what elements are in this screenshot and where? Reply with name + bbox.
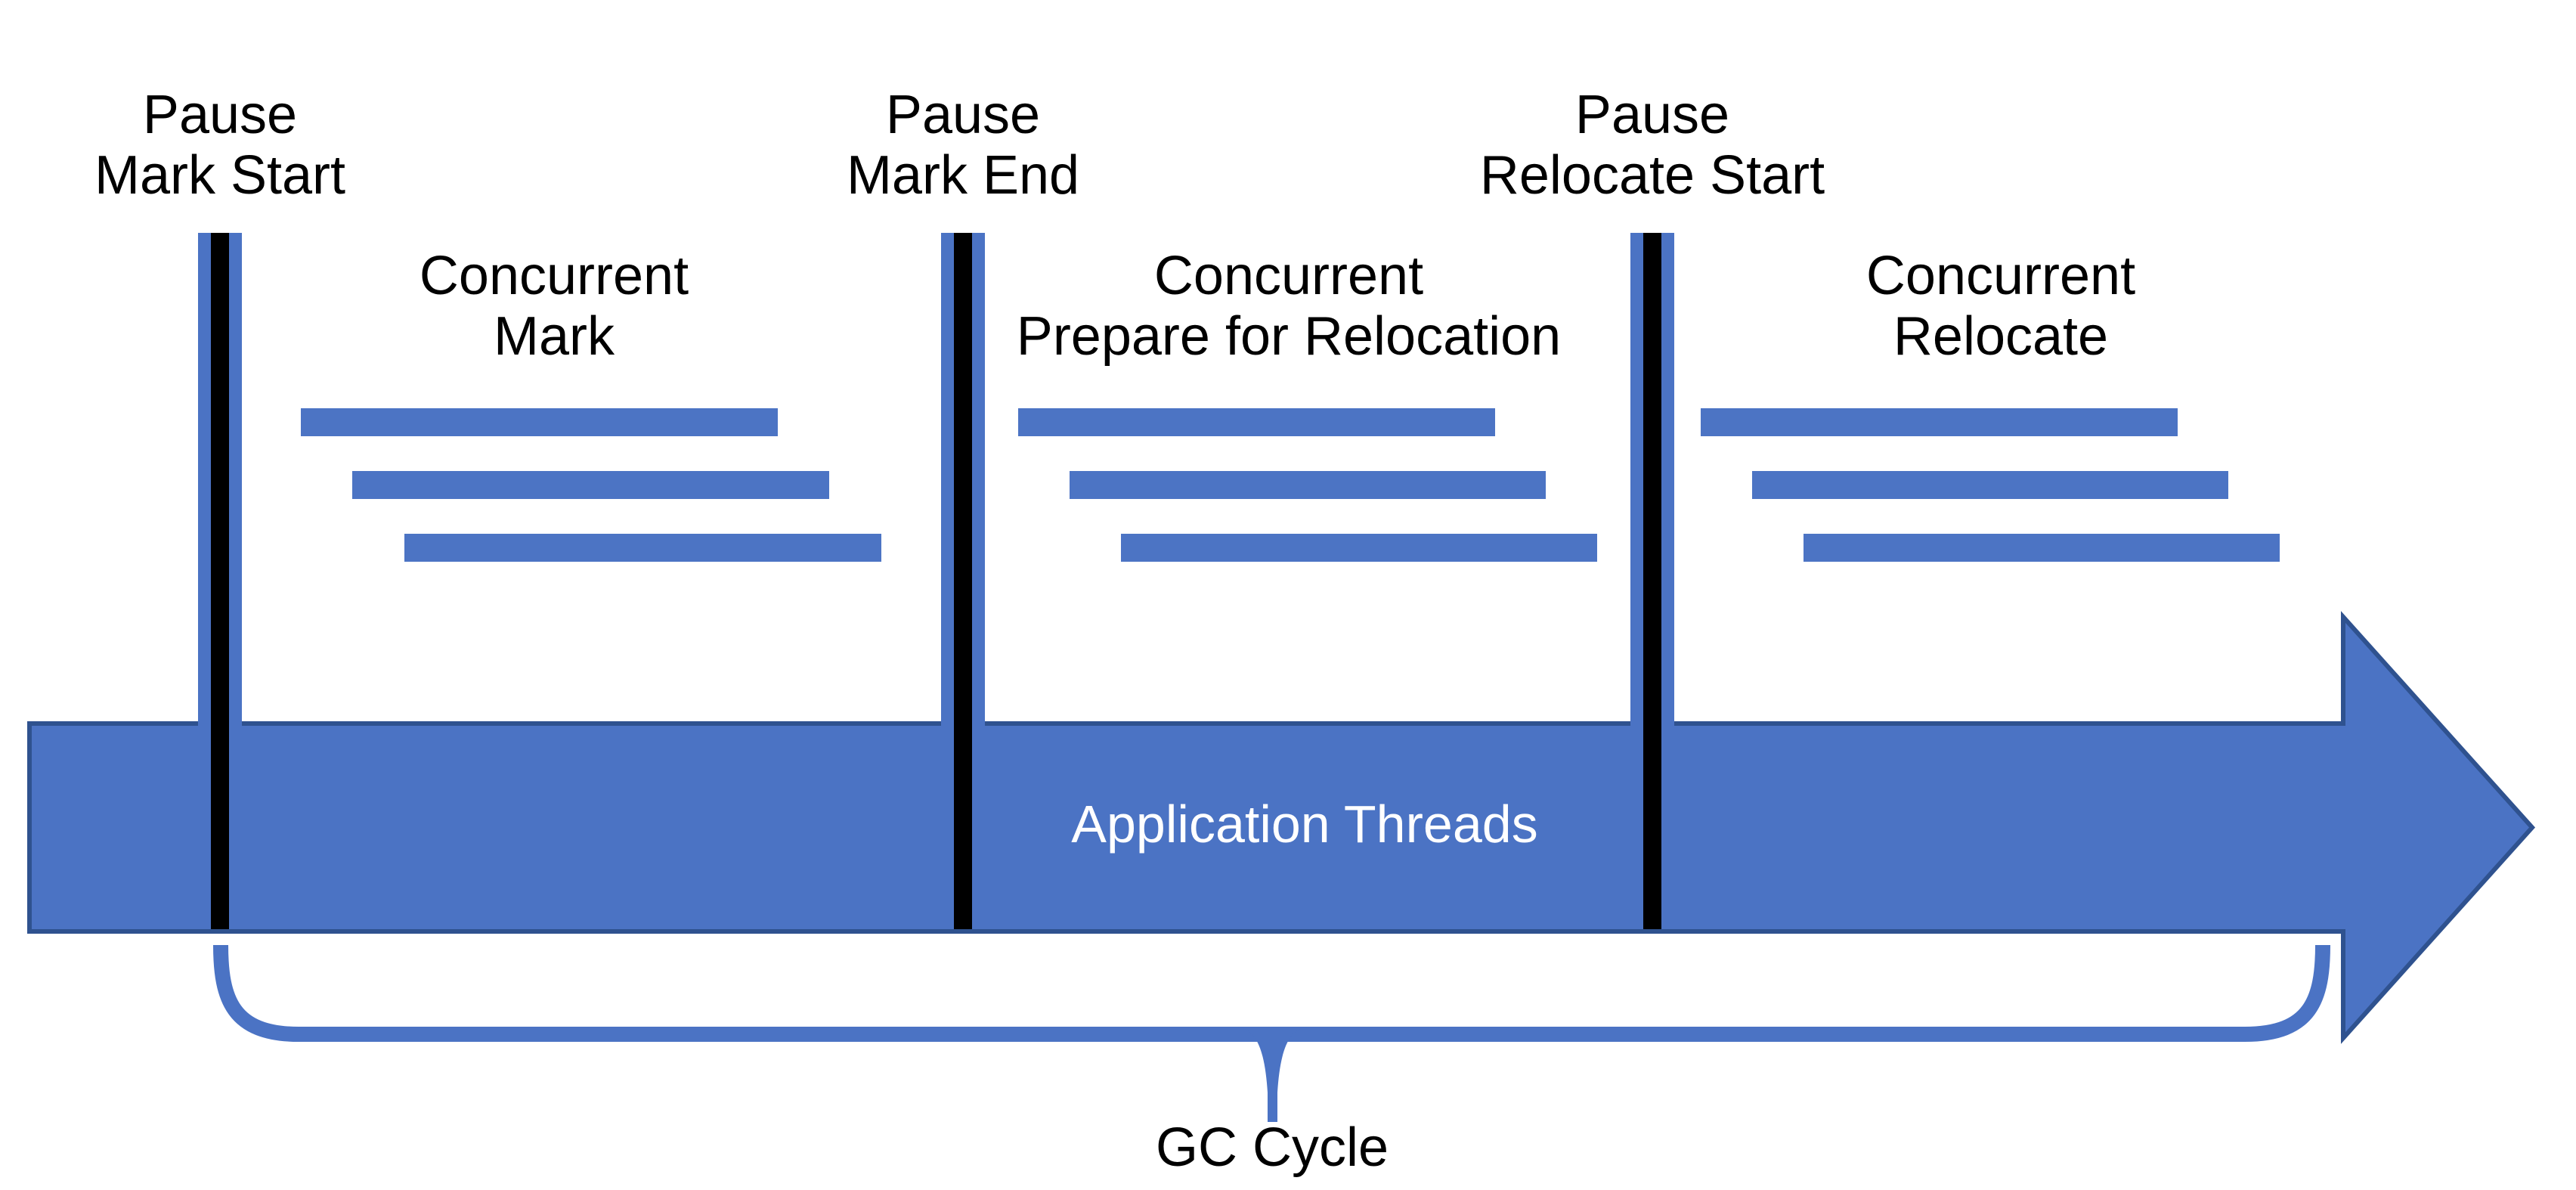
pause-relocate-start-bar-core bbox=[1643, 233, 1661, 929]
concurrent-relocate-thread-bar-1 bbox=[1701, 408, 2178, 436]
concurrent-prepare-thread-bar-2 bbox=[1070, 471, 1546, 499]
pause-mark-start-bar bbox=[198, 233, 242, 929]
concurrent-prepare-thread-bar-1 bbox=[1018, 408, 1495, 436]
concurrent-relocate-label-line1: Concurrent bbox=[1865, 246, 2136, 306]
concurrent-mark-thread-bar-2 bbox=[352, 471, 829, 499]
concurrent-prepare-thread-bar-3 bbox=[1121, 534, 1597, 562]
pause-mark-start-label: Pause Mark Start bbox=[94, 85, 345, 206]
pause-mark-end-label: Pause Mark End bbox=[847, 85, 1079, 206]
concurrent-mark-thread-bar-3 bbox=[404, 534, 881, 562]
pause-relocate-start-label: Pause Relocate Start bbox=[1480, 85, 1825, 206]
concurrent-relocate-thread-bar-3 bbox=[1804, 534, 2280, 562]
gc-cycle-brace bbox=[213, 944, 2330, 1042]
concurrent-mark-label: Concurrent Mark bbox=[420, 246, 689, 367]
gc-cycle-brace-cusp bbox=[1238, 1027, 1307, 1122]
pause-mark-end-bar-core bbox=[954, 233, 972, 929]
pause-mark-start-bar-core bbox=[211, 233, 229, 929]
pause-relocate-start-label-line2: Relocate Start bbox=[1479, 145, 1825, 206]
concurrent-mark-label-line1: Concurrent bbox=[419, 246, 689, 306]
concurrent-relocate-label: Concurrent Relocate bbox=[1866, 246, 2135, 367]
concurrent-prepare-label-line1: Concurrent bbox=[1153, 246, 1424, 306]
pause-mark-start-label-line1: Pause bbox=[142, 85, 298, 145]
pause-relocate-start-label-line1: Pause bbox=[1574, 85, 1730, 145]
application-threads-arrow bbox=[27, 611, 2536, 1044]
pause-relocate-start-bar bbox=[1630, 233, 1674, 929]
concurrent-mark-thread-bar-1 bbox=[301, 408, 778, 436]
gc-cycle-label: GC Cycle bbox=[1155, 1117, 1389, 1178]
application-threads-label: Application Threads bbox=[1071, 795, 1538, 854]
pause-mark-end-bar bbox=[941, 233, 985, 929]
concurrent-relocate-thread-bar-2 bbox=[1752, 471, 2228, 499]
concurrent-mark-label-line2: Mark bbox=[493, 306, 615, 367]
concurrent-relocate-label-line2: Relocate bbox=[1893, 306, 2109, 367]
pause-mark-end-label-line1: Pause bbox=[885, 85, 1041, 145]
pause-mark-end-label-line2: Mark End bbox=[846, 145, 1080, 206]
concurrent-prepare-label-line2: Prepare for Relocation bbox=[1016, 306, 1562, 367]
concurrent-prepare-label: Concurrent Prepare for Relocation bbox=[1017, 246, 1561, 367]
pause-mark-start-label-line2: Mark Start bbox=[94, 145, 346, 206]
